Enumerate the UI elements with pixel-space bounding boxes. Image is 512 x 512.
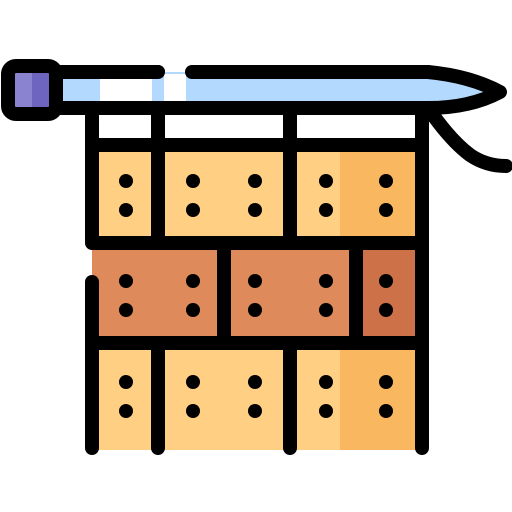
stitch-dots [119,174,393,418]
stitch-dot [119,174,133,188]
stitch-dot [119,274,133,288]
stitch-dot [119,303,133,317]
top-right-stitch-shade [340,145,422,240]
stitch-dot [319,303,333,317]
stitch-dot [379,174,393,188]
needle-gap-right [164,74,186,104]
stitch-dot [319,375,333,389]
bottom-middle-stitch [158,345,290,450]
stitch-dot [248,203,262,217]
yarn-strand [421,101,512,173]
middle-left-stitch [92,245,224,340]
stitch-dot [248,375,262,389]
top-middle-stitch [158,145,290,240]
stitch-dot [186,375,200,389]
stitch-dot [319,274,333,288]
stitch-dot [319,404,333,418]
middle-center-stitch [224,245,356,340]
middle-right-stitch [356,245,422,340]
stitch-dot [186,303,200,317]
stitch-dot [186,404,200,418]
bottom-left-stitch [92,345,158,450]
stitch-dot [186,203,200,217]
stitch-dot [186,174,200,188]
stitch-dot [119,404,133,418]
stitch-dot [319,174,333,188]
stitch-dot [119,375,133,389]
needle-cap-outline [1,59,63,121]
knitted-fabric [92,145,422,450]
knitting-needle [1,59,512,173]
stitch-dot [119,203,133,217]
top-left-stitch [92,145,158,240]
stitch-dot [379,203,393,217]
stitch-dot [186,274,200,288]
needle-tip [421,65,507,115]
stitch-dot [379,375,393,389]
stitch-dot [248,174,262,188]
stitch-dot [379,274,393,288]
stitch-dot [248,404,262,418]
stitch-dot [319,203,333,217]
needle-cap-shade [32,73,50,107]
fabric-outline [85,65,429,455]
stitch-dot [248,303,262,317]
stitch-dot [379,303,393,317]
stitch-dot [248,274,262,288]
bottom-right-stitch-shade [340,345,422,450]
stitch-dot [379,404,393,418]
